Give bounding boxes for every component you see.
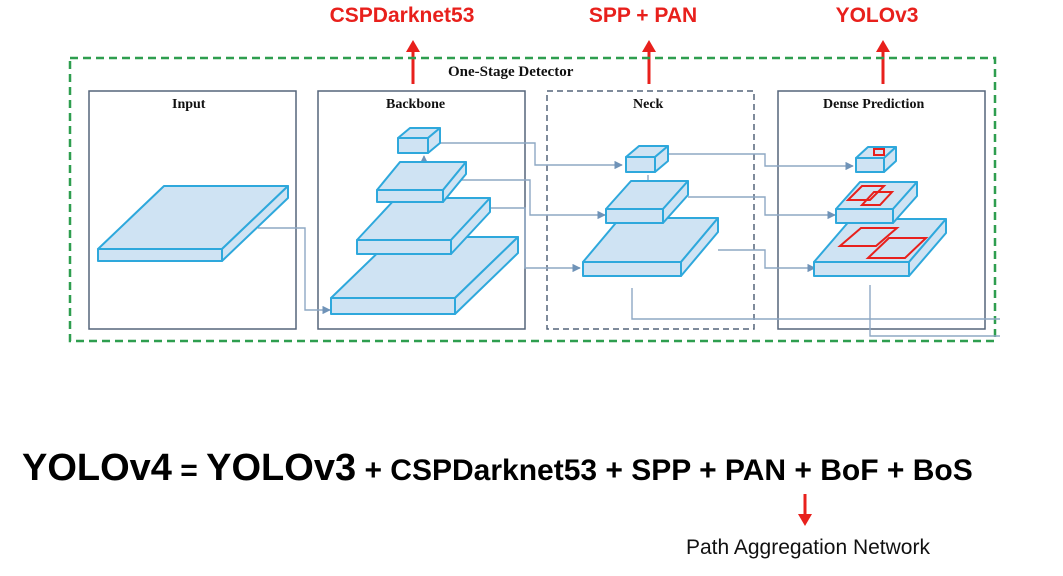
pan-note: Path Aggregation Network — [686, 536, 930, 559]
equation-base: YOLOv3 — [206, 447, 357, 489]
neck-stage-label: Neck — [633, 97, 664, 112]
equation-equals: = — [171, 454, 207, 487]
detector-title: One-Stage Detector — [448, 64, 574, 80]
red-up-arrows — [406, 40, 890, 84]
backbone-feature-map-large — [330, 236, 519, 315]
dense-prediction-stage-label: Dense Prediction — [823, 97, 925, 112]
connection-lines — [258, 142, 1000, 337]
anchor-boxes — [837, 148, 929, 259]
neck-feature-map-medium — [605, 180, 689, 224]
backbone-stage-label: Backbone — [386, 97, 446, 112]
neck-feature-map-large — [582, 217, 719, 277]
backbone-feature-map-tiny — [397, 127, 441, 154]
feature-map-slabs — [97, 127, 947, 315]
head-model-label: YOLOv3 — [835, 4, 919, 27]
neck-model-label: SPP + PAN — [588, 4, 698, 27]
input-feature-map — [97, 185, 289, 262]
input-stage-label: Input — [172, 97, 206, 112]
backbone-feature-map-small — [376, 161, 467, 203]
backbone-model-label: CSPDarknet53 — [329, 4, 475, 27]
pan-down-arrow — [798, 494, 812, 526]
prediction-feature-map-small — [855, 146, 897, 173]
one-stage-detector-frame — [68, 56, 997, 343]
equation-components: + CSPDarknet53 + SPP + PAN + BoF + BoS — [356, 454, 973, 487]
yolov4-equation: YOLOv4 = YOLOv3 + CSPDarknet53 + SPP + P… — [22, 447, 973, 490]
prediction-feature-map-medium — [835, 181, 918, 224]
neck-feature-map-small — [625, 145, 669, 173]
prediction-feature-map-large — [813, 218, 947, 277]
equation-lhs: YOLOv4 — [22, 447, 172, 489]
backbone-feature-map-medium — [356, 197, 491, 255]
